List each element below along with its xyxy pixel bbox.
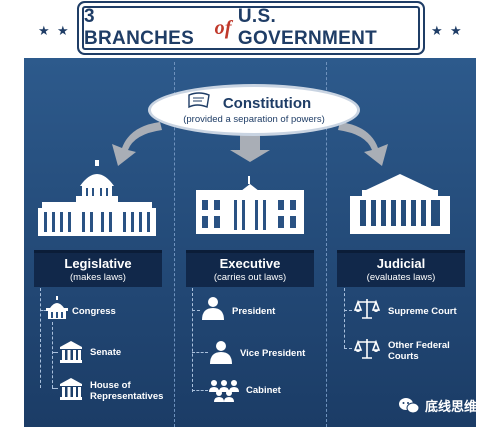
page-title: 3 BRANCHES of U.S. GOVERNMENT [82,6,420,50]
branch-desc: (carries out laws) [213,272,287,283]
legislative-tree-line [40,288,41,388]
tree-branch [40,310,50,311]
column-divider [174,62,175,427]
star-icon: ★ [38,23,50,38]
branch-name: Legislative [64,256,132,271]
item-vice-president: Vice President [240,348,306,359]
scroll-icon [188,92,210,109]
branch-legislative-header: Legislative (makes laws) [34,250,162,287]
person-icon [202,297,224,320]
title-of: of [214,16,232,39]
title-suffix: U.S. GOVERNMENT [237,6,378,49]
executive-tree-line [192,288,193,392]
capitol-icon [38,160,156,236]
person-icon [210,341,232,364]
legislative-subtree-line [52,322,53,388]
scales-icon [354,339,380,359]
white-house-icon [196,176,304,234]
title-prefix: 3 BRANCHES [84,6,195,49]
branch-desc: (evaluates laws) [366,272,436,283]
constitution-subtitle: (provided a separation of powers) [183,114,325,125]
tree-branch [344,348,352,349]
arrow-down-icon [230,130,270,162]
watermark-text: 底线思维 [425,399,478,414]
judicial-tree-line [344,288,345,348]
columns-icon [60,378,82,400]
arrows-graphic [112,122,388,166]
arrow-right-icon [338,122,388,166]
column-divider [326,62,327,427]
item-supreme-court: Supreme Court [388,306,457,317]
wechat-icon [399,397,420,413]
group-icon [209,380,239,402]
constitution-title: Constitution [222,95,312,112]
branch-executive-header: Executive (carries out laws) [186,250,314,287]
supreme-court-icon [350,174,450,234]
item-house: House of Representatives [90,380,164,402]
tree-branch [52,388,58,389]
watermark: 底线思维 [398,396,477,415]
branch-judicial-header: Judicial (evaluates laws) [337,250,465,287]
constitution-oval: Constitution (provided a separation of p… [148,84,360,136]
tree-branch [52,352,58,353]
star-icon: ★ [431,23,443,38]
arrow-left-icon [112,122,162,166]
item-other-federal-courts: Other Federal Courts [388,340,450,362]
item-senate: Senate [90,347,122,358]
item-congress: Congress [72,306,116,317]
branch-desc: (makes laws) [70,272,126,283]
tree-branch [192,310,200,311]
tree-branch [192,390,208,391]
star-icon: ★ [57,23,69,38]
tree-branch [192,352,208,353]
star-icon: ★ [450,23,462,38]
branch-name: Executive [219,256,281,271]
columns-icon [60,341,82,363]
scales-icon [354,299,380,319]
branch-name: Judicial [376,256,426,271]
tree-branch [344,310,352,311]
dome-icon [46,296,68,319]
item-cabinet: Cabinet [246,385,281,396]
item-president: President [232,306,276,317]
